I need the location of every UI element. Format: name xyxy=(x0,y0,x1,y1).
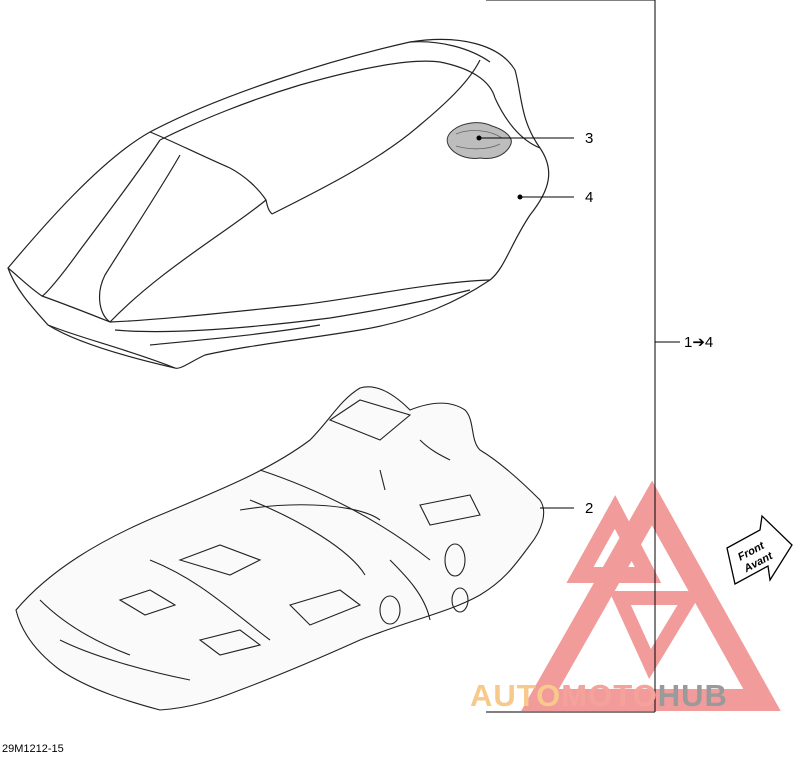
figure-id: 29M1212-15 xyxy=(2,743,64,755)
callout-1-to-4: 1➔4 xyxy=(684,334,713,351)
callout-2: 2 xyxy=(585,500,593,517)
callout-3: 3 xyxy=(585,130,593,147)
front-arrow-icon: Front Avant xyxy=(726,514,793,585)
seat-base-drawing xyxy=(15,386,545,711)
watermark-logo xyxy=(521,480,781,711)
leader-lines xyxy=(476,0,680,713)
seat-cover-drawing xyxy=(7,38,550,369)
brand-part-auto: AUTO xyxy=(470,678,561,713)
brand-part-moto: MOTO xyxy=(561,678,657,713)
callout-4: 4 xyxy=(585,189,593,206)
seat-logo-badge xyxy=(446,122,512,159)
watermark-brand: AUTOMOTOHUB xyxy=(470,678,728,713)
brand-part-hub: HUB xyxy=(658,678,728,713)
